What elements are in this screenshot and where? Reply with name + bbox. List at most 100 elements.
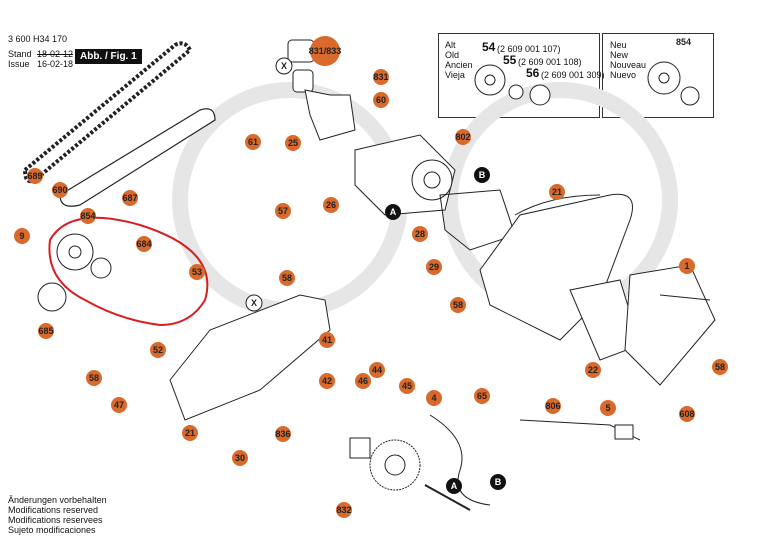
callout-label: 58 — [715, 362, 725, 372]
callout-marker — [86, 370, 102, 386]
callout-label: 1 — [684, 261, 689, 271]
old-label-vieja: Vieja — [445, 70, 465, 80]
callout-marker — [679, 258, 695, 274]
callout-marker — [319, 373, 335, 389]
callout-marker — [319, 332, 335, 348]
callout-marker — [355, 373, 371, 389]
callout-label: 45 — [402, 381, 412, 391]
callout-label: 608 — [679, 409, 694, 419]
callout-label: B — [495, 477, 502, 487]
callout-label: 831 — [373, 72, 388, 82]
callout-label: 22 — [588, 365, 598, 375]
footer-line: Sujeto modificaciones — [8, 525, 96, 535]
callout-marker — [232, 450, 248, 466]
callout-label: 47 — [114, 400, 124, 410]
figure-label: Abb. / Fig. 1 — [75, 49, 142, 64]
callout-marker — [275, 426, 291, 442]
old-part-55: 55 — [503, 53, 517, 67]
callout-label: 806 — [545, 401, 560, 411]
old-part-56-code: (2 609 001 309) — [541, 70, 605, 80]
power-cable — [429, 414, 641, 506]
old-label-ancien: Ancien — [445, 60, 473, 70]
callout-label: 41 — [322, 335, 332, 345]
callout-marker — [399, 378, 415, 394]
old-date: 18-02-12 — [37, 49, 74, 59]
old-label-old: Old — [445, 50, 460, 60]
footer-line: Modifications reservees — [8, 515, 103, 525]
callout-marker — [52, 182, 68, 198]
gear-set — [349, 437, 471, 511]
callout-marker — [14, 228, 30, 244]
callout-marker — [426, 259, 442, 275]
callout-label: 21 — [185, 428, 195, 438]
callout-marker — [136, 236, 152, 252]
callout-label: 65 — [477, 391, 487, 401]
sprocket-icons — [37, 61, 700, 312]
callout-label: 689 — [27, 171, 42, 181]
callout-label: X — [281, 61, 287, 71]
footer-line: Änderungen vorbehalten — [8, 495, 107, 505]
callout-marker — [245, 294, 263, 312]
callout-marker — [285, 135, 301, 151]
callout-marker — [182, 425, 198, 441]
callout-marker — [279, 270, 295, 286]
callout-marker — [600, 400, 616, 416]
callout-label: 52 — [153, 345, 163, 355]
new-part-number: 854 — [676, 37, 691, 47]
callout-label: 854 — [80, 211, 95, 221]
issue-label: Issue — [8, 59, 30, 69]
callout-label: X — [251, 298, 257, 308]
callout-marker — [189, 264, 205, 280]
old-part-56: 56 — [526, 66, 540, 80]
callout-label: 684 — [136, 239, 151, 249]
callout-label: 60 — [376, 95, 386, 105]
callout-marker — [412, 226, 428, 242]
callout-marker — [80, 208, 96, 224]
callout-marker — [712, 359, 728, 375]
housing-left — [169, 294, 331, 421]
new-label-new: New — [610, 50, 629, 60]
new-parts-box — [602, 33, 714, 118]
callout-label: 25 — [288, 138, 298, 148]
guide-bar — [59, 108, 216, 207]
callout-marker — [585, 362, 601, 378]
callout-label: 57 — [278, 206, 288, 216]
callout-marker — [545, 398, 561, 414]
callout-label: 30 — [235, 453, 245, 463]
old-part-54: 54 — [482, 40, 496, 54]
callout-marker — [323, 197, 339, 213]
stand-label: Stand — [8, 49, 32, 59]
callout-marker — [373, 69, 389, 85]
callout-label: 58 — [89, 373, 99, 383]
callout-marker — [385, 204, 401, 220]
oil-tank-cap — [287, 39, 356, 141]
new-label-nouveau: Nouveau — [610, 60, 647, 70]
callout-label: 26 — [326, 200, 336, 210]
callout-label: 42 — [322, 376, 332, 386]
saw-chain — [22, 41, 193, 184]
callout-label: 53 — [192, 267, 202, 277]
callout-label: 687 — [122, 193, 137, 203]
callout-label: 29 — [429, 262, 439, 272]
callout-label: 690 — [52, 185, 67, 195]
motor-housing — [624, 264, 716, 386]
callout-marker — [275, 203, 291, 219]
callout-label: 4 — [431, 393, 436, 403]
callout-label: 685 — [38, 326, 53, 336]
old-parts-box — [438, 33, 600, 118]
callout-marker — [38, 323, 54, 339]
gasket — [439, 189, 516, 251]
callout-marker — [426, 390, 442, 406]
motor-assembly — [354, 134, 456, 216]
callout-marker — [474, 388, 490, 404]
callout-marker — [150, 342, 166, 358]
callout-marker — [455, 129, 471, 145]
callout-marker — [446, 478, 462, 494]
callout-marker — [27, 168, 43, 184]
callout-marker — [369, 362, 385, 378]
callout-label: 836 — [275, 429, 290, 439]
callout-label: 21 — [552, 187, 562, 197]
callout-label: 58 — [453, 300, 463, 310]
callout-marker — [679, 406, 695, 422]
